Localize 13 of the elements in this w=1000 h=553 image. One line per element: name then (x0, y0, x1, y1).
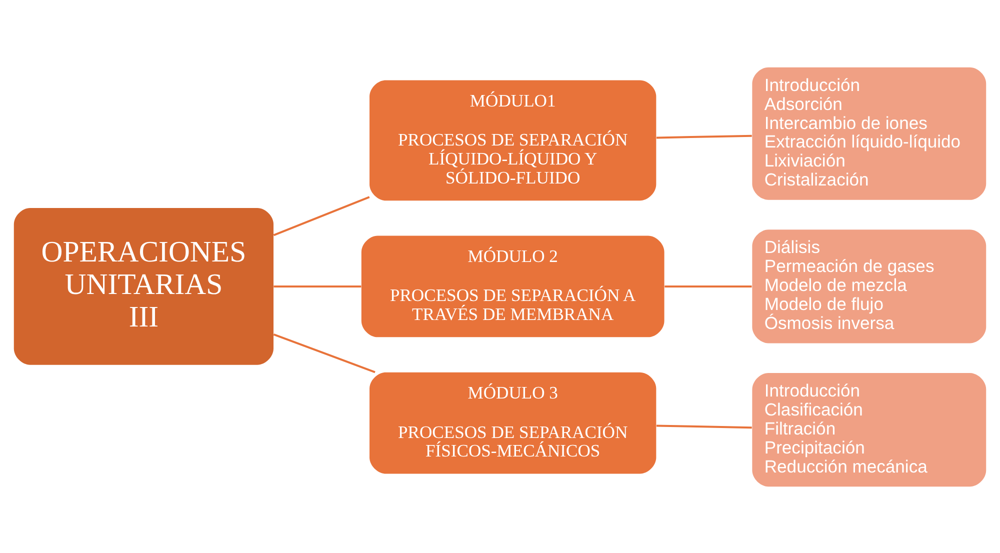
connector (664, 284, 752, 287)
node-box: MÓDULO 2 PROCESOS DE SEPARACIÓN A TRAVÉS DE MEMBRANA (361, 235, 664, 337)
connector (273, 332, 376, 373)
connector (656, 424, 752, 428)
connector (273, 196, 370, 236)
node-box: Diálisis Permeación de gases Modelo de mezcla Modelo de flujo Ósmosis inversa (752, 229, 986, 343)
node-box: OPERACIONES UNITARIAS III (14, 208, 274, 364)
connector (274, 284, 362, 287)
node-box: Introducción Adsorción Intercambio de iones Extracción líquido-líquido Lixiviación Cristalización (752, 66, 986, 200)
node-box: MÓDULO1 PROCESOS DE SEPARACIÓN LÍQUIDO-LÍQUIDO Y SÓLIDO-FLUIDO (370, 80, 656, 200)
node-box: MÓDULO 3 PROCESOS DE SEPARACIÓN FÍSICOS-MECÁNICOS (370, 372, 656, 474)
node-box: Introducción Clasificación Filtración Precipitación Reducción mecánica (752, 372, 986, 486)
connector (656, 134, 752, 138)
